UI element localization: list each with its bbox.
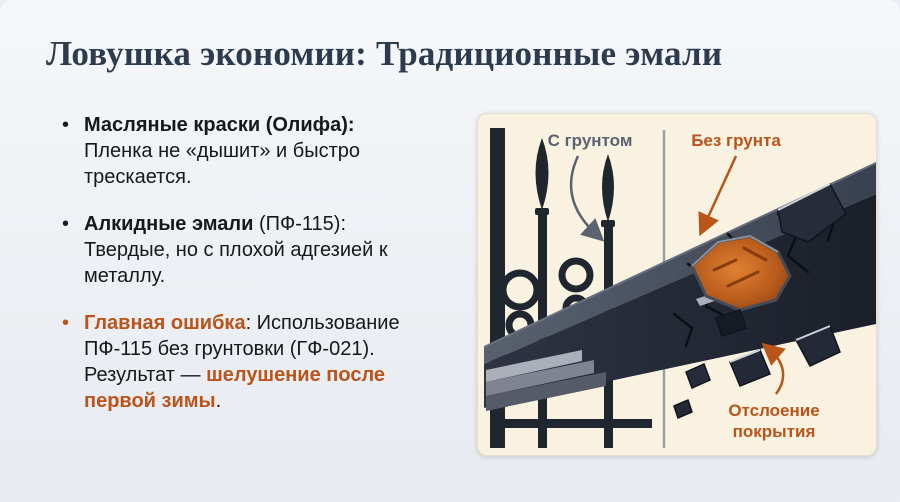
list-item-oil-paints: Масляные краски (Олифа): Пленка не «дыши… [62, 112, 460, 190]
bullet-list: Масляные краски (Олифа): Пленка не «дыши… [62, 112, 460, 435]
spear-finial-icon [535, 138, 549, 210]
bullet-body: Твердые, но с плохой адгезией к металлу. [84, 239, 388, 287]
paint-damage [672, 183, 847, 420]
bullet-highlight: шелушение после первой зимы [84, 364, 386, 412]
flake-edge-highlights [729, 183, 831, 363]
bullet-dot [62, 211, 72, 289]
illustration-card: С грунтом Без грунта Отслоение покрытия [477, 113, 877, 456]
arrow-with-primer [569, 155, 605, 242]
bullet-dot [62, 112, 72, 190]
arrow-peeling [761, 342, 786, 395]
label-peeling-line2: покрытия [733, 422, 816, 441]
bullet-body: : Использование ПФ-115 без грунтовки (ГФ… [84, 312, 400, 386]
bullet-lead-accent: Главная ошибка [84, 312, 246, 334]
bullet-body: Пленка не «дышит» и быстро трескается. [84, 140, 360, 188]
primer-layer [486, 372, 606, 411]
spear-finial-icon [602, 154, 614, 222]
label-peeling-line1: Отслоение [728, 401, 819, 420]
label-with-primer: С грунтом [548, 131, 633, 150]
list-item-alkyd-enamels: Алкидные эмали (ПФ-115): Твердые, но с п… [62, 211, 460, 289]
bullet-end: . [215, 390, 222, 412]
arrow-without-primer [698, 155, 738, 237]
primer-layer [486, 350, 582, 382]
bullet-lead-suffix: (ПФ-115): [253, 213, 346, 235]
bullet-dot [62, 310, 72, 414]
list-item-main-mistake: Главная ошибка: Использование ПФ-115 без… [62, 310, 460, 414]
fence-bottom-rail [490, 419, 652, 428]
page-title: Ловушка экономии: Традиционные эмали [46, 34, 723, 73]
bullet-lead: Алкидные эмали [84, 213, 254, 235]
primer-layer [486, 360, 594, 396]
primer-comparison-illustration: С грунтом Без грунта Отслоение покрытия [483, 128, 876, 448]
bullet-lead: Масляные краски (Олифа): [84, 114, 355, 136]
label-without-primer: Без грунта [691, 131, 781, 150]
